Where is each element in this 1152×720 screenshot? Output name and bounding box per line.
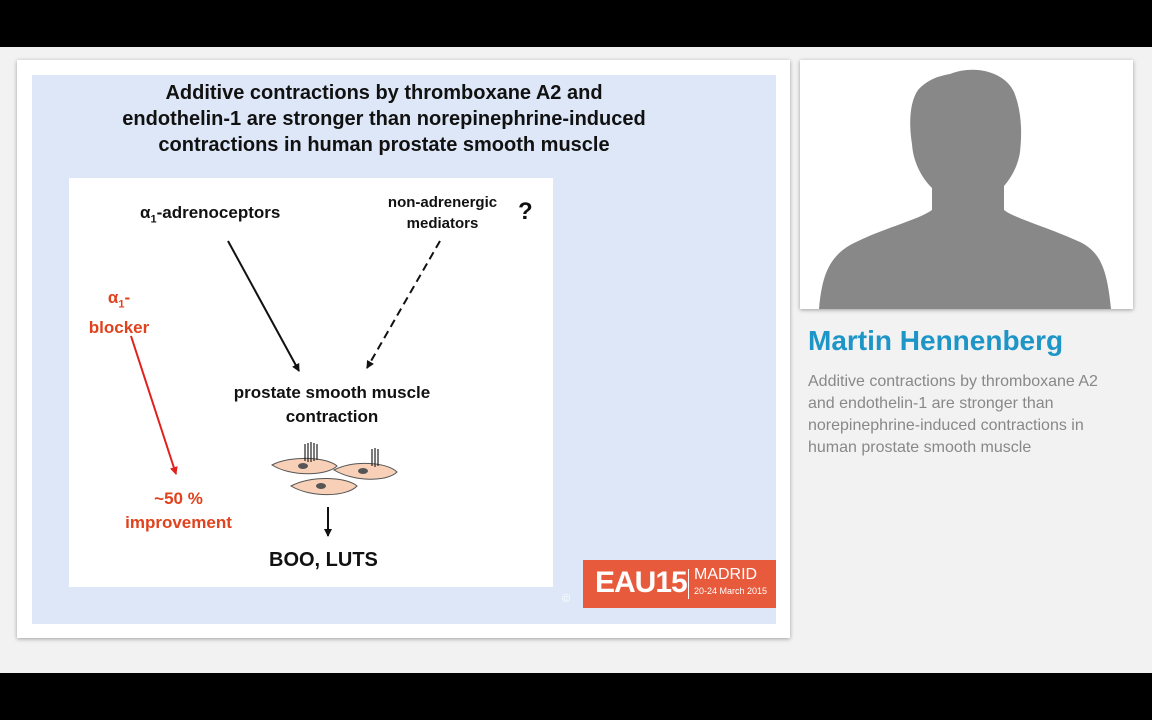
nerve-terminal [304,442,318,462]
copyright-mark: © [562,593,571,605]
cell-nucleus [298,463,308,469]
speaker-silhouette-icon [800,60,1133,309]
cell-nucleus [316,483,326,489]
improvement-label: ~50 % improvement [125,489,232,532]
outcome-label: BOO, LUTS [269,549,378,571]
arrow-blocker-to-improvement [130,335,178,475]
video-stage: Additive contractions by thromboxane A2 … [0,47,1152,673]
slide-title: Additive contractions by thromboxane A2 … [32,80,736,158]
diagram-arrows [130,240,441,537]
logo-divider [688,569,689,599]
alpha1-blocker-label: α1- blocker [88,288,150,338]
smooth-muscle-cells-illustration [270,442,398,496]
speaker-description: Additive contractions by thromboxane A2 … [808,373,1098,456]
speaker-name: Martin Hennenberg [808,325,1064,356]
contraction-label: prostate smooth muscle contraction [233,383,431,426]
arrow-adrenoceptors-to-contraction [227,240,300,372]
logo-city: MADRID [694,566,758,583]
speaker-video [800,60,1133,309]
cell-nucleus [358,468,368,474]
slide-title-line-3: contractions in human prostate smooth mu… [158,134,610,156]
slide-title-line-2: endothelin-1 are stronger than norepinep… [122,108,646,130]
arrow-mediators-to-contraction [366,240,441,369]
slide: Additive contractions by thromboxane A2 … [32,75,776,624]
logo-eau15: EAU15 [595,566,688,599]
nerve-terminal [371,448,379,467]
logo-date: 20-24 March 2015 [694,586,768,596]
non-adrenergic-mediators-label: non-adrenergic mediators [387,194,498,232]
slide-frame: Additive contractions by thromboxane A2 … [17,60,790,638]
alpha1-adrenoceptors-label: α1-adrenoceptors [140,203,281,226]
eau15-logo: EAU15 MADRID 20-24 March 2015 [583,560,776,608]
slide-title-line-1: Additive contractions by thromboxane A2 … [165,82,603,104]
diagram-panel: α1-adrenoceptors non-adrenergic mediator… [69,178,553,587]
question-mark: ? [518,198,533,225]
